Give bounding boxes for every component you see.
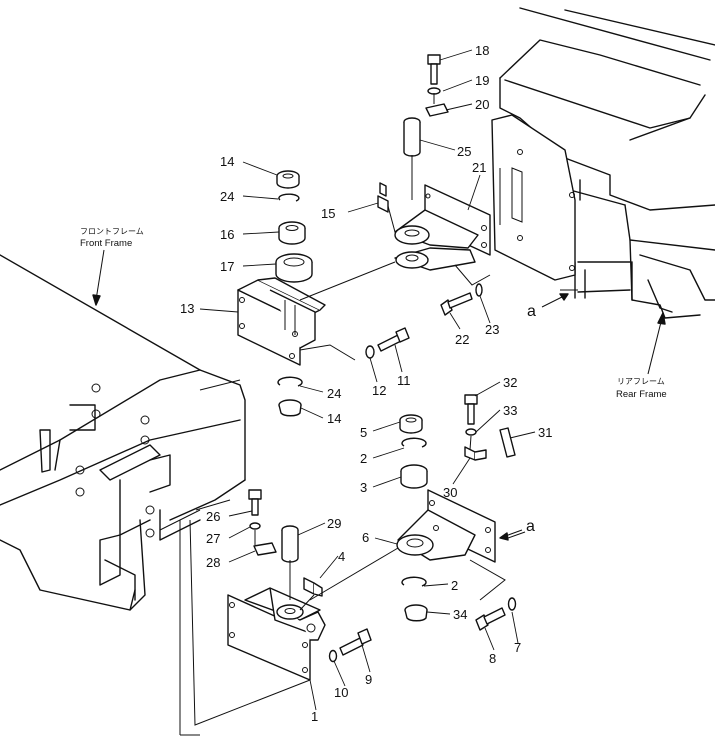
rear-frame bbox=[499, 7, 715, 319]
lower-rear-bracket bbox=[396, 489, 496, 563]
assembly-lines bbox=[159, 93, 578, 736]
view-marker-lower: a bbox=[499, 518, 535, 541]
callout-32: 32 bbox=[503, 375, 517, 390]
callout-25: 25 bbox=[457, 144, 471, 159]
bolt-8 bbox=[475, 597, 517, 631]
callout-12: 12 bbox=[372, 383, 386, 398]
view-marker-upper: a bbox=[527, 293, 569, 320]
pin-25 bbox=[403, 117, 421, 157]
callout-33: 33 bbox=[503, 403, 517, 418]
callout-15: 15 bbox=[321, 206, 335, 221]
view-marker-label: a bbox=[526, 518, 535, 535]
upper-rear-bracket bbox=[394, 184, 491, 271]
callout-2-lower: 2 bbox=[451, 578, 458, 593]
callout-23: 23 bbox=[485, 322, 499, 337]
callout-18: 18 bbox=[475, 43, 489, 58]
callout-10: 10 bbox=[334, 685, 348, 700]
upper-front-bracket bbox=[237, 277, 326, 366]
callout-24-lower: 24 bbox=[327, 386, 341, 401]
front-frame bbox=[0, 254, 246, 611]
callout-14-lower: 14 bbox=[327, 411, 341, 426]
callout-21: 21 bbox=[472, 160, 486, 175]
lower-bushing-stack bbox=[399, 414, 428, 489]
callout-6: 6 bbox=[362, 530, 369, 545]
rear-frame-label: リアフレーム Rear Frame bbox=[616, 312, 667, 400]
callout-27: 27 bbox=[206, 531, 220, 546]
rear-frame-label-jp: リアフレーム bbox=[617, 377, 665, 386]
callout-11: 11 bbox=[397, 373, 411, 388]
bolt-11 bbox=[365, 327, 410, 359]
bolt-18-set bbox=[425, 54, 449, 117]
upper-bushing-stack bbox=[275, 170, 313, 283]
callout-4: 4 bbox=[338, 549, 345, 564]
callout-29: 29 bbox=[327, 516, 341, 531]
fitting-30-pin-31 bbox=[464, 427, 516, 461]
callout-19: 19 bbox=[475, 73, 489, 88]
view-marker-label: a bbox=[527, 303, 536, 320]
bolt-32-set bbox=[464, 394, 478, 436]
callout-34: 34 bbox=[453, 607, 467, 622]
callout-14-upper: 14 bbox=[220, 154, 234, 169]
callout-5: 5 bbox=[360, 425, 367, 440]
grease-fitting-4 bbox=[303, 577, 323, 597]
grease-fitting-15 bbox=[377, 182, 389, 213]
bolt-26-set bbox=[248, 489, 277, 556]
callout-28: 28 bbox=[206, 555, 220, 570]
rear-frame-label-en: Rear Frame bbox=[616, 389, 667, 400]
lower-front-bracket bbox=[227, 587, 326, 681]
front-frame-label: フロントフレーム Front Frame bbox=[80, 227, 144, 306]
callout-20: 20 bbox=[475, 97, 489, 112]
callout-3: 3 bbox=[360, 480, 367, 495]
callout-1: 1 bbox=[311, 709, 318, 724]
pin-29 bbox=[281, 525, 299, 563]
callout-17: 17 bbox=[220, 259, 234, 274]
callout-numbers: 18 19 20 25 21 15 14 24 16 17 13 11 12 2… bbox=[180, 43, 552, 724]
callout-31: 31 bbox=[538, 425, 552, 440]
callout-26: 26 bbox=[206, 509, 220, 524]
front-frame-label-jp: フロントフレーム bbox=[80, 227, 144, 236]
lower-lower-rings bbox=[401, 576, 428, 622]
callout-9: 9 bbox=[365, 672, 372, 687]
callout-24-upper: 24 bbox=[220, 189, 234, 204]
callout-16: 16 bbox=[220, 227, 234, 242]
callout-2-upper: 2 bbox=[360, 451, 367, 466]
bolt-9 bbox=[328, 628, 372, 663]
upper-lower-rings bbox=[277, 376, 303, 417]
front-frame-label-en: Front Frame bbox=[80, 238, 132, 249]
callout-22: 22 bbox=[455, 332, 469, 347]
rear-mount-plate bbox=[491, 114, 576, 281]
callout-7: 7 bbox=[514, 640, 521, 655]
bolt-22 bbox=[440, 283, 483, 316]
callout-30: 30 bbox=[443, 485, 457, 500]
callout-13: 13 bbox=[180, 301, 194, 316]
callout-leaders bbox=[199, 49, 536, 711]
callout-8: 8 bbox=[489, 651, 496, 666]
